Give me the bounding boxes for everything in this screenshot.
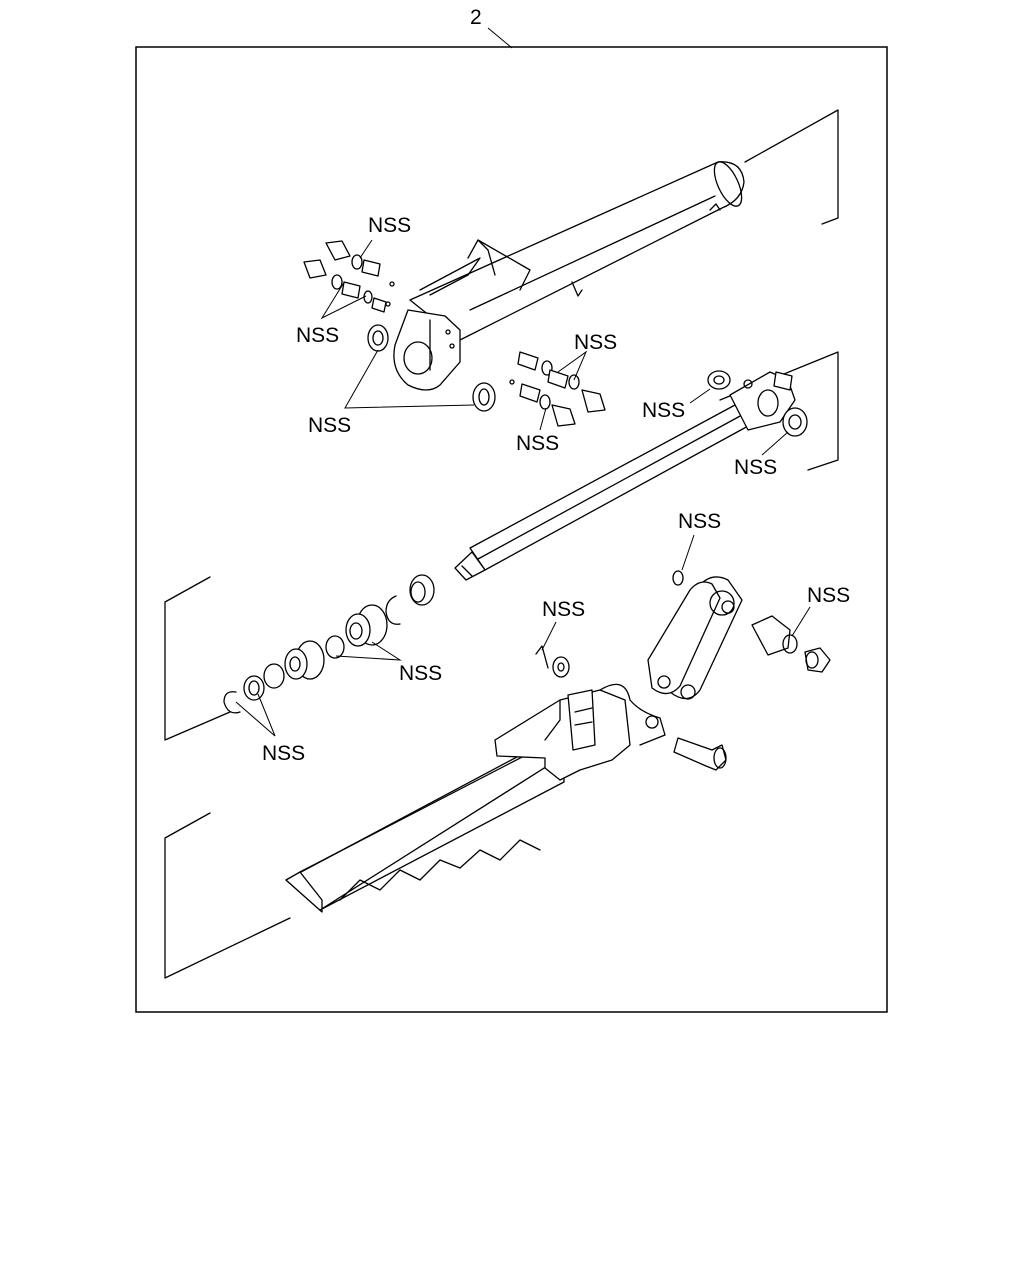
diagram-frame [135,46,888,1013]
channel-frame [285,683,666,913]
fittings-right [509,351,606,427]
nss-label: NSS [296,324,339,347]
nss-label: NSS [642,399,685,422]
nss-label: NSS [262,742,305,765]
rod-eye [707,370,808,437]
fittings-upper-left [303,240,395,313]
bushing-parts [751,615,831,673]
nss-label: NSS [678,510,721,533]
nss-label: NSS [368,214,411,237]
clevis-seals [367,324,496,412]
callout-leader [487,27,513,49]
nss-label: NSS [516,432,559,455]
nss-label: NSS [734,456,777,479]
piston-parts [223,574,435,714]
nss-label: NSS [308,414,351,437]
clip-washer [535,645,570,678]
nss-label: NSS [574,331,617,354]
nss-label: NSS [807,584,850,607]
cylinder-clevis [393,309,461,391]
cylinder-tube [409,161,745,341]
leader-lines [235,239,811,737]
linkage-arm [647,570,743,700]
piston-rod [454,404,751,581]
pivot-pin [673,737,727,771]
nss-label: NSS [542,598,585,621]
callout-number: 2 [470,6,482,29]
nss-label: NSS [399,662,442,685]
